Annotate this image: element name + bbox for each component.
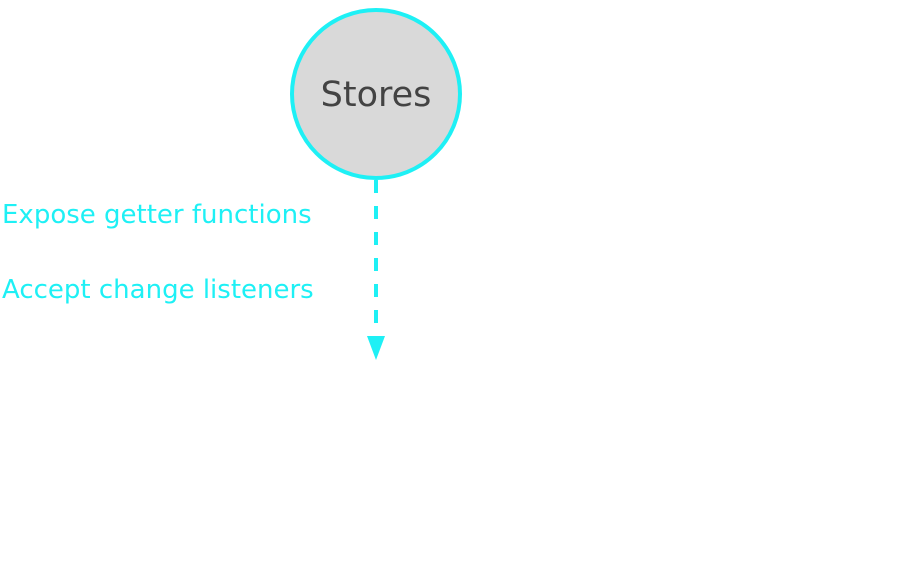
stores-node: Stores <box>290 8 462 180</box>
edge-label-expose-getters: Expose getter functions <box>2 200 312 230</box>
dashed-arrow <box>367 180 385 360</box>
stores-node-circle <box>290 8 462 180</box>
edge-label-accept-listeners: Accept change listeners <box>2 275 314 305</box>
arrow-head-icon <box>367 336 385 360</box>
stores-node-label: Stores <box>321 75 432 115</box>
